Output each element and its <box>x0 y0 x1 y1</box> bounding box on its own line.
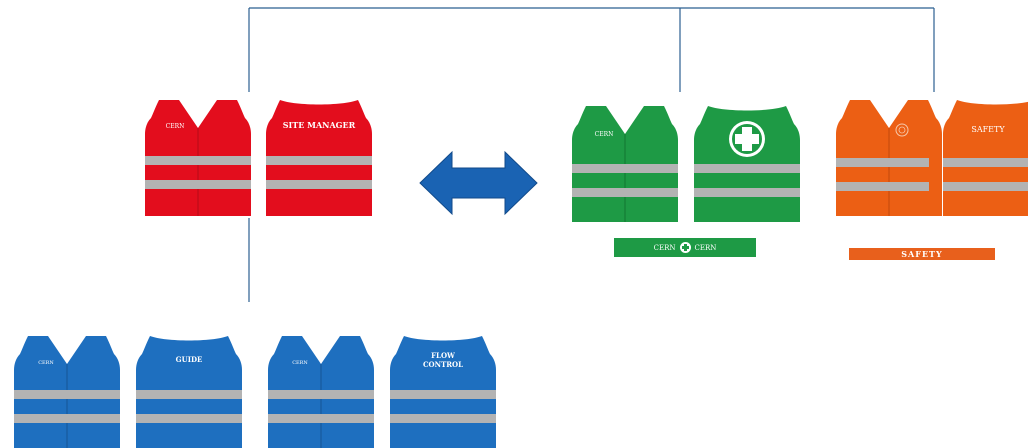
armband-left-label: CERN <box>654 244 676 252</box>
blue2-back-line2: CONTROL <box>423 360 463 369</box>
safety-armband: SAFETY <box>849 248 995 260</box>
armband-right-label: CERN <box>695 244 717 252</box>
blue-vest-front-flow: CERN <box>268 336 374 448</box>
first-aid-armband: CERN CERN <box>614 238 756 257</box>
double-arrow-icon <box>420 152 537 214</box>
red-front-label: CERN <box>166 123 185 130</box>
blue2-back-line1: FLOW <box>431 351 455 360</box>
first-aid-cross-icon <box>729 121 765 157</box>
blue1-front-label: CERN <box>38 360 54 366</box>
blue-vest-back-guide: GUIDE <box>136 336 242 448</box>
blue-vest-back-flow: FLOW CONTROL <box>390 336 496 448</box>
orange-vest-back: SAFETY <box>943 100 1028 216</box>
safety-armband-label: SAFETY <box>901 249 942 259</box>
blue2-front-label: CERN <box>292 360 308 366</box>
green-front-label: CERN <box>595 131 614 138</box>
red-vest-front: CERN <box>145 100 251 216</box>
blue1-back-label: GUIDE <box>176 355 203 364</box>
first-aid-cross-icon <box>680 242 691 253</box>
blue-vest-front-guide: CERN <box>14 336 120 448</box>
orange-vest-front <box>836 100 942 216</box>
red-back-label: SITE MANAGER <box>283 120 356 130</box>
red-vest-back: SITE MANAGER <box>266 100 372 216</box>
green-vest-back <box>694 106 800 222</box>
green-vest-front: CERN <box>572 106 678 222</box>
orange-back-label: SAFETY <box>971 125 1005 134</box>
